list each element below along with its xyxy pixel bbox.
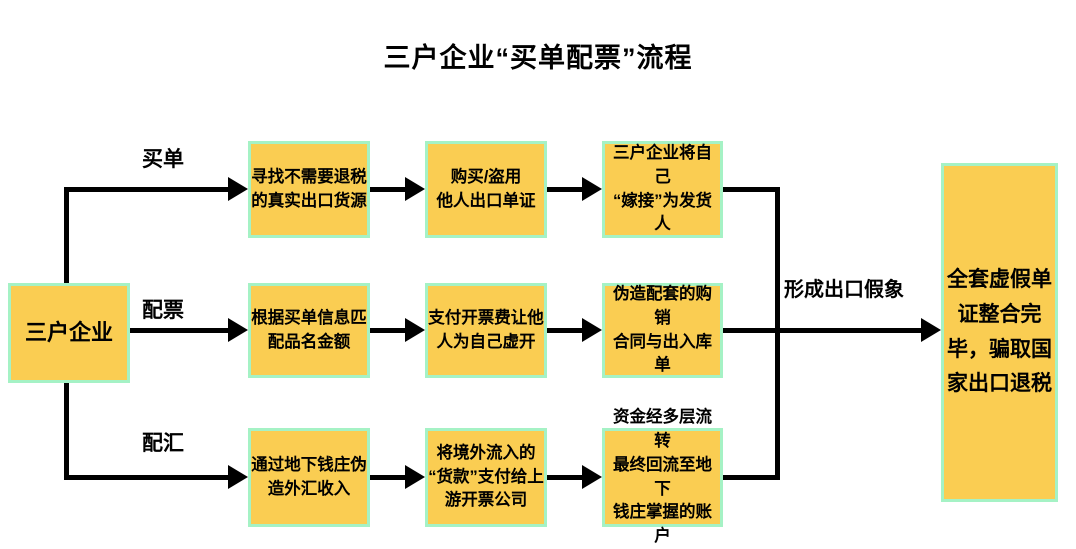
arrowhead-row1-start: [228, 177, 248, 201]
connector-source-to-row2: [130, 328, 228, 333]
connector-merge-to-result: [723, 328, 921, 333]
branch-label-match-tickets: 配票: [142, 299, 184, 322]
connector-row1-to-merge: [723, 187, 780, 192]
arrowhead-r2-s3: [582, 318, 602, 342]
arrowhead-r2-s2: [405, 318, 425, 342]
connector-r2-s1-s2: [370, 328, 405, 333]
node-pay-upstream-company: 将境外流入的 “货款”支付给上 游开票公司: [425, 428, 547, 527]
arrowhead-r1-s2: [405, 177, 425, 201]
connector-r3-s1-s2: [370, 475, 405, 480]
connector-merge-vertical: [775, 187, 780, 480]
arrowhead-r3-s3: [582, 465, 602, 489]
connector-r2-s2-s3: [547, 328, 582, 333]
arrowhead-result: [921, 318, 941, 342]
node-funds-flow-back: 资金经多层流转 最终回流至地下 钱庄掌握的账户: [602, 408, 723, 545]
arrowhead-r3-s2: [405, 465, 425, 489]
connector-source-to-row1: [64, 187, 228, 192]
connector-r1-s2-s3: [547, 187, 582, 192]
node-pay-invoicing-fee: 支付开票费让他 人为自己虚开: [425, 283, 547, 378]
arrowhead-row3-start: [228, 465, 248, 489]
node-buy-steal-export-docs: 购买/盗用 他人出口单证: [425, 141, 547, 238]
connector-r3-s2-s3: [547, 475, 582, 480]
node-graft-as-shipper: 三户企业将自己 “嫁接”为发货人: [602, 141, 723, 238]
convergence-label: 形成出口假象: [784, 279, 904, 301]
branch-label-buy-orders: 买单: [142, 148, 184, 171]
node-fraud-result: 全套虚假单 证整合完 毕，骗取国 家出口退税: [941, 163, 1058, 502]
connector-source-down: [64, 383, 69, 478]
arrowhead-r1-s3: [582, 177, 602, 201]
connector-row3-to-merge: [723, 475, 780, 480]
connector-source-up: [64, 187, 69, 283]
node-forge-forex-income: 通过地下钱庄伪 造外汇收入: [248, 428, 370, 527]
branch-label-match-forex: 配汇: [142, 432, 184, 455]
chart-title: 三户企业“买单配票”流程: [383, 43, 693, 73]
node-forge-contracts: 伪造配套的购销 合同与出入库单: [602, 283, 723, 378]
connector-source-to-row3: [64, 475, 228, 480]
arrowhead-row2-start: [228, 318, 248, 342]
connector-r1-s1-s2: [370, 187, 405, 192]
node-find-real-export-goods: 寻找不需要退税 的真实出口货源: [248, 141, 370, 238]
node-match-product-amount: 根据买单信息匹 配品名金额: [248, 283, 370, 378]
node-three-companies: 三户企业: [8, 283, 130, 383]
